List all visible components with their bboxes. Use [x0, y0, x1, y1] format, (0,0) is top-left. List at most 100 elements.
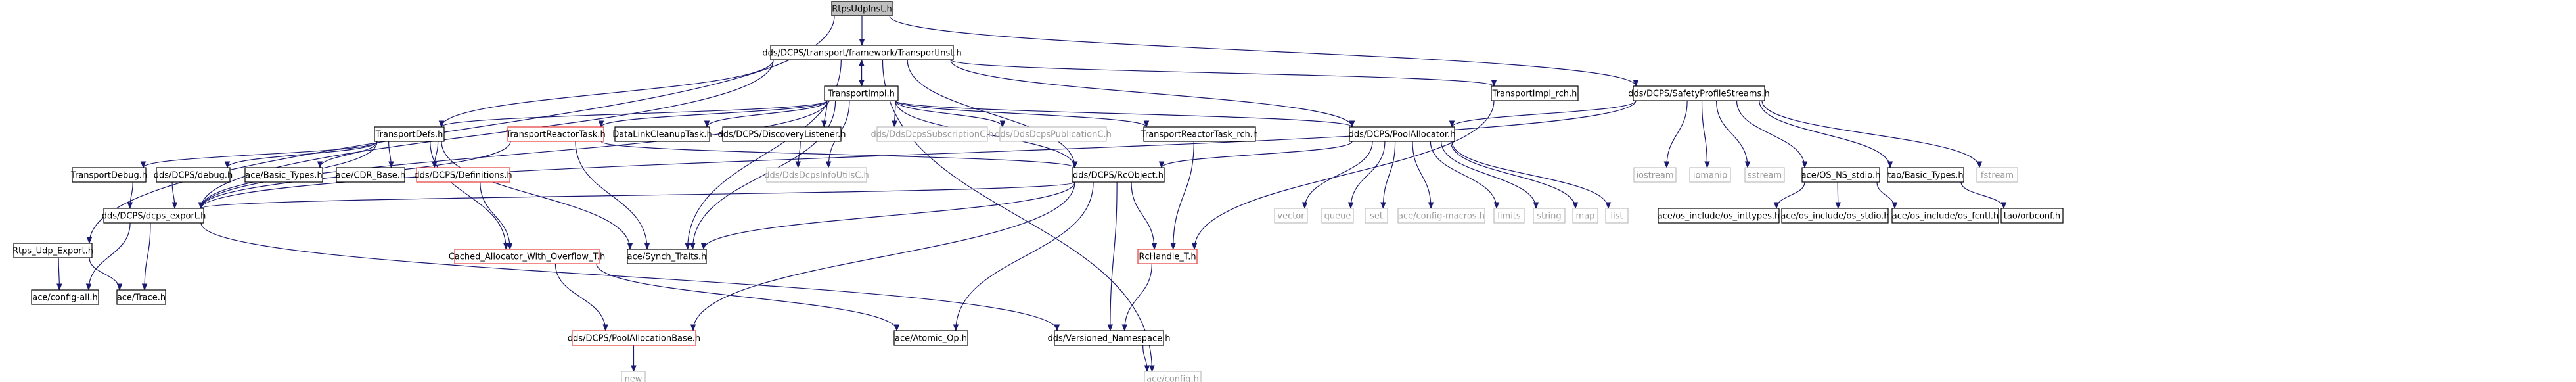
node-label: RtpsUdpInst.h: [832, 5, 892, 14]
graph-node-poolallocator[interactable]: dds/DCPS/PoolAllocator.h: [1349, 126, 1456, 142]
edge-transportinst-to-dcps-export: [198, 59, 774, 210]
graph-node-discoverylistener[interactable]: dds/DCPS/DiscoveryListener.h: [718, 126, 846, 142]
graph-node-os-ns-stdio[interactable]: ace/OS_NS_stdio.h: [1801, 167, 1881, 183]
node-label: TransportDefs.h: [375, 130, 443, 140]
edge-transportimpl-to-transportdefs: [438, 100, 828, 128]
graph-node-definitions[interactable]: dds/DCPS/Definitions.h: [414, 167, 512, 183]
edge-poolallocator-to-string: [1441, 141, 1539, 210]
edge-transportdefs-to-dcpsdebug: [224, 141, 378, 169]
node-box: [103, 208, 204, 224]
node-label: ace/config.h: [1146, 375, 1199, 382]
graph-node-transportdefs[interactable]: TransportDefs.h: [374, 126, 445, 142]
node-label: ace/Trace.h: [117, 293, 166, 303]
edge-definitions-to-cachedallocator: [480, 181, 513, 251]
graph-node-transportimpl-rch[interactable]: TransportImpl_rch.h: [1491, 85, 1579, 101]
graph-node-transportinst[interactable]: dds/DCPS/transport/framework/TransportIn…: [762, 45, 962, 60]
graph-node-safetyprofilestreams[interactable]: dds/DCPS/SafetyProfileStreams.h: [1628, 85, 1770, 101]
graph-node-transportimpl[interactable]: TransportImpl.h: [824, 85, 899, 101]
edge-rcobject-to-atomic-op: [953, 181, 1094, 332]
edge-transportreactortask-to-synch-traits: [575, 141, 650, 251]
graph-node-dcps-export[interactable]: dds/DCPS/dcps_export.h: [102, 208, 206, 224]
node-box: [621, 371, 646, 382]
graph-node-os-stdio[interactable]: ace/os_include/os_stdio.h: [1780, 208, 1889, 224]
node-label: DataLinkCleanupTask.h: [612, 130, 712, 140]
graph-node-rtpsudpinst[interactable]: RtpsUdpInst.h: [831, 1, 893, 16]
node-box: [1143, 126, 1256, 142]
graph-node-cdr-base[interactable]: ace/CDR_Base.h: [336, 167, 405, 183]
node-label: dds/DdsDcpsPublicationC.h: [995, 130, 1112, 140]
graph-node-cachedallocator[interactable]: Cached_Allocator_With_Overflow_T.h: [449, 249, 606, 264]
node-box: [116, 289, 166, 305]
graph-node-transportreactortask[interactable]: TransportReactorTask.h: [505, 126, 606, 142]
edge-rchandle-to-versioned-namespace: [1121, 263, 1152, 332]
graph-node-ddsdcpspublicationc: dds/DdsDcpsPublicationC.h: [995, 126, 1112, 142]
edge-transportimpl-to-transportreactortask: [598, 100, 828, 128]
graph-node-datalinkcleanuptask[interactable]: DataLinkCleanupTask.h: [612, 126, 712, 142]
node-label: dds/DdsDcpsInfoUtilsC.h: [764, 171, 869, 181]
graph-node-vector: vector: [1274, 208, 1308, 224]
edge-transportinst-to-synch-traits: [685, 59, 842, 251]
node-label: Cached_Allocator_With_Overflow_T.h: [449, 252, 606, 262]
graph-node-transportdebug[interactable]: TransportDebug.h: [70, 167, 147, 183]
graph-node-trace[interactable]: ace/Trace.h: [116, 289, 166, 305]
graph-node-rcobject[interactable]: dds/DCPS/RcObject.h: [1072, 167, 1165, 183]
graph-node-map: map: [1572, 208, 1598, 224]
edges-layer: [56, 15, 2007, 373]
graph-node-rtpsudpexport[interactable]: Rtps_Udp_Export.h: [12, 243, 93, 258]
node-box: [1801, 167, 1880, 183]
edge-transportimpl-to-poolallocator: [895, 100, 1355, 128]
edge-rcobject-to-dcps-export: [198, 181, 1075, 210]
node-label: iomanip: [1693, 171, 1727, 181]
edge-cachedallocator-to-atomic-op: [596, 263, 900, 332]
node-label: new: [625, 375, 643, 382]
graph-node-sstream: sstream: [1744, 167, 1785, 183]
node-label: dds/DCPS/Definitions.h: [414, 171, 512, 181]
node-label: set: [1370, 212, 1383, 222]
graph-node-synch-traits[interactable]: ace/Synch_Traits.h: [627, 249, 707, 264]
node-label: TransportDebug.h: [70, 171, 147, 181]
node-box: [893, 330, 968, 346]
edge-cachedallocator-to-poolallocationbase: [554, 263, 608, 332]
edge-rtpsudpinst-to-safetyprofilestreams: [889, 15, 1639, 87]
edge-transportdefs-to-transportdebug: [140, 141, 378, 169]
graph-node-config: ace/config.h: [1144, 371, 1202, 382]
graph-node-basic-types-tao[interactable]: tao/Basic_Types.h: [1887, 167, 1964, 183]
edge-poolallocator-to-vector: [1301, 141, 1373, 210]
node-box: [1397, 208, 1485, 224]
graph-node-rchandle[interactable]: RcHandle_T.h: [1137, 249, 1198, 264]
edge-rcobject-to-synch-traits: [700, 181, 1075, 251]
node-label: dds/DCPS/SafetyProfileStreams.h: [1628, 89, 1769, 99]
graph-node-dcpsdebug[interactable]: dds/DCPS/debug.h: [154, 167, 233, 183]
graph-node-string: string: [1533, 208, 1566, 224]
node-box: [156, 167, 231, 183]
node-label: dds/DCPS/PoolAllocationBase.h: [568, 334, 700, 344]
edge-safetyprofilestreams-to-basic-types-tao: [1759, 100, 1893, 169]
node-label: ace/os_include/os_fcntl.h: [1892, 212, 1999, 222]
graph-node-os-fcntl[interactable]: ace/os_include/os_fcntl.h: [1891, 208, 1999, 224]
graph-node-orbconf[interactable]: tao/orbconf.h: [2000, 208, 2064, 224]
edge-dcps-export-to-versioned-namespace: [200, 222, 1060, 332]
node-label: map: [1576, 212, 1595, 222]
graph-node-poolallocationbase[interactable]: dds/DCPS/PoolAllocationBase.h: [568, 330, 700, 346]
graph-node-ace-basic-types[interactable]: ace/Basic_Types.h: [244, 167, 323, 183]
graph-node-versioned-namespace[interactable]: dds/Versioned_Namespace.h: [1047, 330, 1171, 346]
node-label: ace/Basic_Types.h: [245, 171, 322, 181]
node-label: TransportImpl_rch.h: [1492, 89, 1577, 99]
graph-node-ddsdcpssubscriptionc: dds/DdsDcpsSubscriptionC.h: [870, 126, 994, 142]
edge-transportinst-to-transportdefs: [438, 59, 774, 128]
node-label: string: [1537, 212, 1561, 222]
graph-node-os-inttypes[interactable]: ace/os_include/os_inttypes.h: [1658, 208, 1780, 224]
node-box: [1633, 85, 1765, 101]
node-label: tao/Basic_Types.h: [1887, 171, 1963, 181]
graph-node-configall[interactable]: ace/config-all.h: [31, 289, 99, 305]
edge-dcps-export-to-trace: [141, 222, 151, 291]
graph-node-atomic-op[interactable]: ace/Atomic_Op.h: [893, 330, 968, 346]
graph-node-limits: limits: [1493, 208, 1525, 224]
edge-transportinst-to-config: [882, 59, 1155, 373]
node-label: limits: [1497, 212, 1521, 222]
node-box: [1533, 208, 1566, 224]
graph-node-transportreactortask-rch[interactable]: TransportReactorTask_rch.h: [1141, 126, 1258, 142]
node-label: dds/DCPS/dcps_export.h: [102, 212, 206, 222]
node-label: dds/DCPS/PoolAllocator.h: [1349, 130, 1456, 140]
